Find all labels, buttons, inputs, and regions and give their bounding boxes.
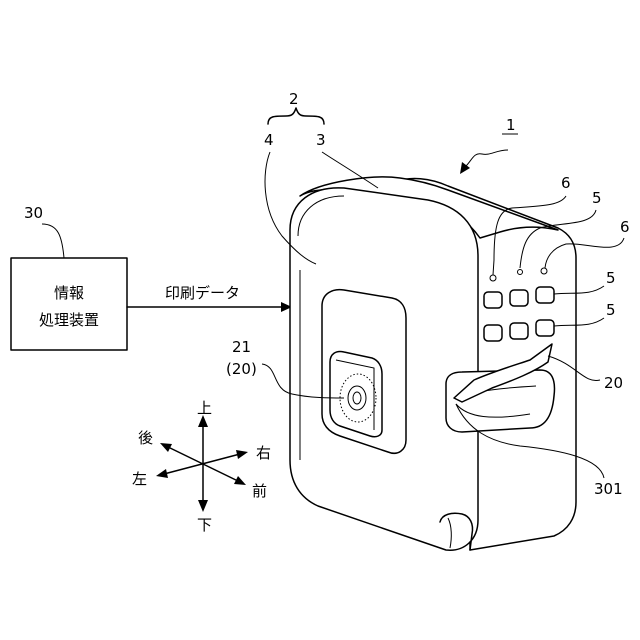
direction-front: 前 <box>252 482 267 500</box>
leader-30 <box>42 224 64 258</box>
operation-button-5[interactable] <box>510 323 528 339</box>
ref-3: 3 <box>316 131 326 149</box>
ref-30: 30 <box>24 204 43 222</box>
operation-button-4[interactable] <box>484 325 502 341</box>
direction-up: 上 <box>197 399 212 417</box>
leader-1 <box>466 150 508 166</box>
operation-button-3[interactable] <box>536 287 554 303</box>
operation-button-1[interactable] <box>484 292 502 308</box>
brace-2 <box>268 108 324 124</box>
arrow-right <box>236 450 248 459</box>
info-device-line1: 情報 <box>54 284 84 302</box>
arrow-left <box>156 469 168 478</box>
ref-5-middle: 5 <box>606 269 616 287</box>
ref-20: 20 <box>604 374 623 392</box>
ref-1: 1 <box>506 116 516 134</box>
ref-6-upper: 6 <box>561 174 571 192</box>
ref-6-right: 6 <box>620 218 630 236</box>
ref-5-lower: 5 <box>606 301 616 319</box>
direction-right: 右 <box>256 444 271 462</box>
arrow-down <box>198 500 208 512</box>
info-device-box <box>11 258 127 350</box>
direction-left: 左 <box>132 470 147 488</box>
ref-21-paren: (20) <box>226 360 257 378</box>
print-data-label: 印刷データ <box>165 284 240 302</box>
info-device-line2: 処理装置 <box>39 311 99 329</box>
ref-2: 2 <box>289 90 299 108</box>
arrow-front <box>234 476 246 485</box>
axis-left-right <box>164 454 240 474</box>
ref-21: 21 <box>232 338 251 356</box>
arrow-back <box>160 443 172 452</box>
ref-4: 4 <box>264 131 274 149</box>
ref-5-top: 5 <box>592 189 602 207</box>
ref-301: 301 <box>594 480 623 498</box>
direction-back: 後 <box>138 429 153 447</box>
operation-button-2[interactable] <box>510 290 528 306</box>
direction-down: 下 <box>197 516 212 534</box>
operation-button-6[interactable] <box>536 320 554 336</box>
